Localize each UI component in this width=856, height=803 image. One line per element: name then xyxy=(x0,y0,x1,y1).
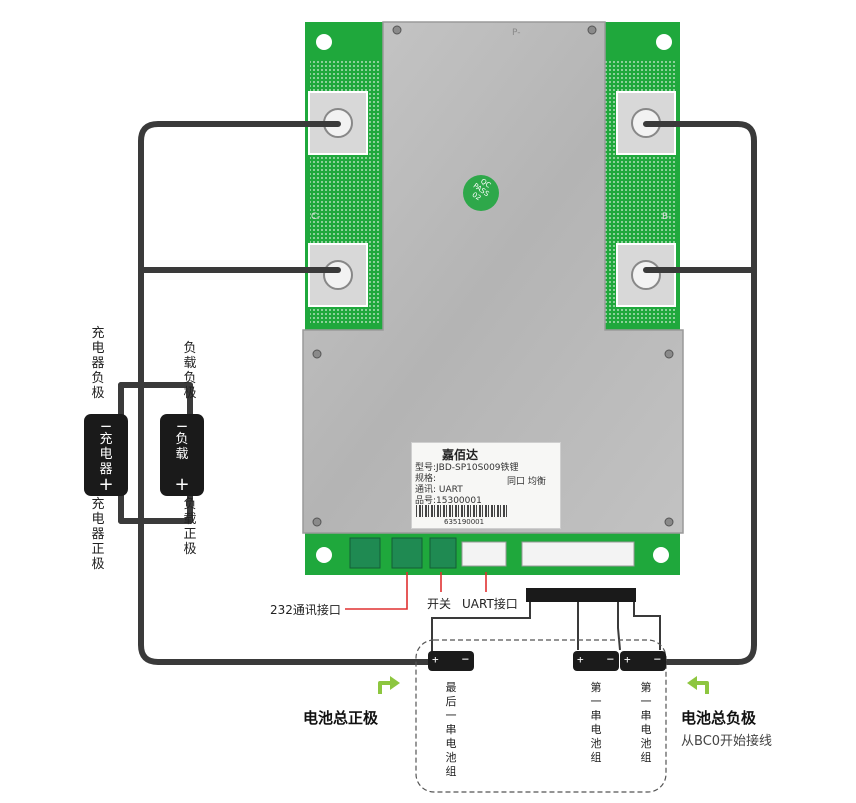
charger-plus: + xyxy=(98,474,114,495)
first-string-label-a: 第一串电池组 xyxy=(590,681,602,764)
cell-first-a: + − xyxy=(573,651,619,671)
heatsink-plate xyxy=(302,21,684,534)
battery-total-positive-label: 电池总正极 xyxy=(303,709,379,727)
product-label-plate: 嘉佰达 型号:JBD-SP10S009铁锂 规格: 同口 均衡 通讯: UART… xyxy=(411,442,561,529)
arrowhead-positive xyxy=(390,676,400,690)
serial-number: 635190001 xyxy=(444,518,485,526)
balance-connector xyxy=(526,588,636,602)
pad-label-c-minus: C- xyxy=(311,212,321,222)
arrowhead-negative xyxy=(687,676,697,690)
comm-line: 通讯: UART xyxy=(415,485,463,495)
load-negative-label: 负载负极 xyxy=(183,341,197,401)
load-name: 负载 xyxy=(175,432,189,462)
cell-first-b: + − xyxy=(620,651,666,671)
heatsink-screws xyxy=(312,25,674,527)
switch-label: 开关 xyxy=(427,597,452,611)
terminal-pad-bottom-left xyxy=(308,243,368,307)
model-line: 型号:JBD-SP10S009铁锂 xyxy=(415,463,519,473)
terminal-pad-bottom-right xyxy=(616,243,676,307)
uart-label: UART接口 xyxy=(462,597,518,611)
connectors xyxy=(349,537,635,569)
load-plus: + xyxy=(174,474,190,495)
cell-first-a-plus: + xyxy=(577,653,584,666)
charger-positive-label: 充电器正极 xyxy=(91,497,105,572)
spec-value: 同口 均衡 xyxy=(507,477,546,487)
battery-start-note: 从BC0开始接线 xyxy=(681,734,773,749)
first-string-label-b: 第一串电池组 xyxy=(640,681,652,764)
charger-device: − 充电器 + xyxy=(84,414,128,496)
qc-pass-sticker xyxy=(463,175,499,211)
load-device: − 负载 + xyxy=(160,414,204,496)
cell-last-minus: − xyxy=(461,652,469,666)
charger-minus: − xyxy=(99,417,113,435)
brand-name: 嘉佰达 xyxy=(442,448,479,462)
charger-name: 充电器 xyxy=(99,432,113,477)
battery-total-negative-label: 电池总负极 xyxy=(681,709,757,727)
barcode xyxy=(416,505,508,517)
item-line: 品号:15300001 xyxy=(415,496,482,506)
terminal-pad-top-left xyxy=(308,91,368,155)
cell-last-plus: + xyxy=(432,653,439,666)
connector-pointers xyxy=(345,572,487,610)
spec-line: 规格: xyxy=(415,474,437,484)
pad-label-b-minus: B- xyxy=(662,212,672,222)
cell-last: + − xyxy=(428,651,474,671)
cell-first-a-minus: − xyxy=(606,652,614,666)
green-arrows xyxy=(378,681,709,694)
rs232-label: 232通讯接口 xyxy=(270,603,341,617)
load-minus: − xyxy=(175,417,189,435)
main-wires xyxy=(118,121,757,665)
battery-group-outline xyxy=(415,639,667,793)
charger-negative-label: 充电器负极 xyxy=(91,326,105,401)
load-positive-label: 负载正极 xyxy=(183,497,197,557)
pcb-mounting-holes xyxy=(316,34,672,563)
cell-first-b-minus: − xyxy=(653,652,661,666)
balance-leads xyxy=(431,602,661,652)
pad-label-p-minus: P- xyxy=(512,28,521,38)
cell-first-b-plus: + xyxy=(624,653,631,666)
last-string-label: 最后一串电池组 xyxy=(445,681,457,778)
